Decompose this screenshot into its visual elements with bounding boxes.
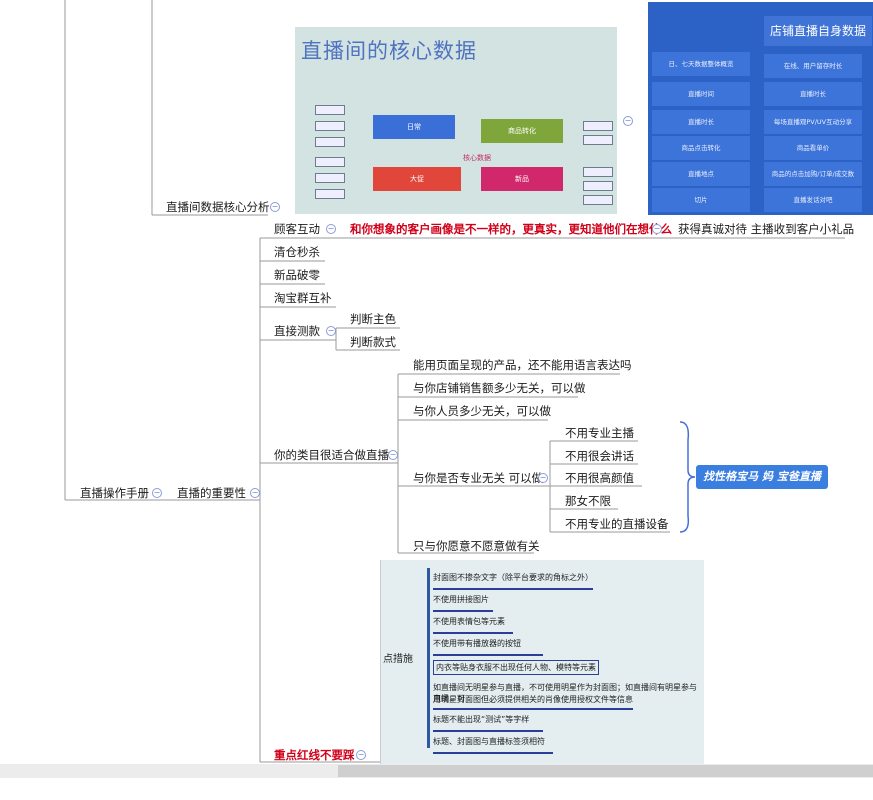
collapse-toggle-icon[interactable]: − — [356, 750, 366, 760]
slide1-mini-box — [315, 189, 345, 199]
slide3-underline — [433, 654, 543, 656]
node-root[interactable]: 直播操作手册 — [80, 486, 149, 500]
node-category-reason[interactable]: 与你是否专业无关 可以做 — [413, 471, 544, 485]
slide2-cell: 直播地点 — [652, 162, 750, 186]
collapse-toggle-icon[interactable]: − — [326, 326, 336, 336]
slide1-mini-box — [583, 121, 613, 131]
slide2-cell: 在线、用户留存时长 — [764, 54, 862, 78]
collapse-toggle-icon[interactable]: − — [326, 224, 336, 234]
slide3-underline — [433, 752, 553, 754]
slide1-title: 直播间的核心数据 — [301, 39, 477, 63]
node-category-reason[interactable]: 与你店铺销售额多少无关，可以做 — [413, 381, 586, 395]
slide1-bar: 新品 — [481, 167, 563, 191]
node-customer-red[interactable]: 和你想象的客户画像是不一样的，更真实，更知道他们在想什么 — [350, 222, 672, 236]
node-importance[interactable]: 直播的重要性 — [177, 486, 246, 500]
red-line-slide-image: 点措施 封面图不掺杂文字（除平台要求的角标之外） 不使用拼接图片 不使用表情包等… — [380, 560, 704, 764]
slide3-underline — [433, 610, 493, 612]
collapse-toggle-icon[interactable]: − — [538, 473, 548, 483]
collapse-toggle-icon[interactable]: − — [152, 488, 162, 498]
slide2-cell: 商品点击转化 — [652, 136, 750, 160]
node-customer-interaction[interactable]: 顾客互动 — [274, 222, 320, 236]
slide3-line: 如直播间无明星参与直播，不可使用明星作为封面图；如直播间有明星参与直播，可 — [433, 683, 697, 703]
collapse-toggle-icon[interactable]: − — [652, 224, 662, 234]
slide1-mini-box — [583, 167, 613, 177]
node-data-analysis[interactable]: 直播间数据核心分析 — [166, 200, 270, 214]
slide2-cell: 商品的点击加购/订单/成交数 — [764, 162, 862, 186]
node-professional[interactable]: 不用很会讲话 — [565, 449, 634, 463]
collapse-toggle-icon[interactable]: − — [270, 202, 280, 212]
collapse-toggle-icon[interactable]: − — [623, 116, 633, 126]
slide1-mini-box — [583, 135, 613, 145]
store-data-slide-image: 店铺直播自身数据 日、七天数据整体概览 在线、用户留存时长 直播时间 直播时长 … — [648, 2, 873, 215]
node-professional[interactable]: 不用专业主播 — [565, 426, 634, 440]
slide2-header: 店铺直播自身数据 — [764, 16, 872, 46]
node-category-reason[interactable]: 与你人员多少无关，可以做 — [413, 404, 551, 418]
slide1-mini-box — [315, 105, 345, 115]
node-judge-color[interactable]: 判断主色 — [350, 312, 396, 326]
node-professional[interactable]: 不用专业的直播设备 — [565, 517, 669, 531]
node-category-fit[interactable]: 你的类目很适合做直播 — [274, 448, 389, 462]
slide1-bar: 商品转化 — [481, 119, 563, 143]
horizontal-scrollbar[interactable] — [0, 764, 873, 778]
collapse-toggle-icon[interactable]: − — [388, 450, 398, 460]
scrollbar-thumb[interactable] — [338, 765, 873, 777]
node-red-line[interactable]: 重点红线不要踩 — [274, 748, 355, 762]
slide3-line: 不使用拼接图片 — [433, 595, 489, 604]
slide1-mini-box — [315, 121, 345, 131]
slide2-cell: 每场直播观PV/UV互动分享 — [764, 110, 862, 134]
node-category-reason[interactable]: 能用页面呈现的产品，还不能用语言表达吗 — [413, 358, 632, 372]
slide1-mini-box — [315, 173, 345, 183]
slide3-line: 用明星封面图但必须提供相关的肖像使用授权文件等信息 — [433, 695, 633, 704]
node-clearance[interactable]: 清仓秒杀 — [274, 245, 320, 259]
slide3-underline — [433, 730, 543, 732]
slide3-underline — [433, 588, 593, 590]
node-category-reason[interactable]: 只与你愿意不愿意做有关 — [413, 539, 540, 553]
slide1-mini-box — [315, 137, 345, 147]
slide1-bar: 大促 — [373, 167, 461, 191]
slide3-line: 不使用表情包等元素 — [433, 617, 505, 626]
slide1-mini-box — [583, 195, 613, 205]
slide3-underline — [433, 708, 633, 710]
node-customer-result[interactable]: 获得真诚对待 主播收到客户小礼品 — [678, 222, 855, 236]
slide1-bar: 日常 — [373, 115, 455, 139]
slide2-cell: 直播时长 — [764, 82, 862, 106]
slide2-cell: 切片 — [652, 188, 750, 212]
collapse-toggle-icon[interactable]: − — [250, 488, 260, 498]
slide2-cell: 直播发话对吧 — [764, 188, 862, 212]
core-data-slide-image: 直播间的核心数据 日常 商品转化 大促 新品 核心数据 — [295, 27, 617, 214]
node-new-product[interactable]: 新品破零 — [274, 268, 320, 282]
node-judge-style[interactable]: 判断款式 — [350, 335, 396, 349]
node-professional[interactable]: 不用很高颜值 — [565, 471, 634, 485]
slide1-mini-box — [583, 181, 613, 191]
slide3-bar — [427, 568, 430, 748]
slide1-center-label: 核心数据 — [463, 154, 491, 162]
slide3-line: 不使用带有播放器的按钮 — [433, 639, 521, 648]
slide2-cell: 日、七天数据整体概览 — [652, 52, 750, 76]
node-taobao-group[interactable]: 淘宝群互补 — [274, 291, 332, 305]
slide3-underline — [433, 632, 513, 634]
summary-badge[interactable]: 找性格宝马 妈 宝爸直播 — [696, 465, 828, 489]
slide3-line: 标题、封面图与直播标签须相符 — [433, 737, 545, 746]
slide1-mini-box — [315, 157, 345, 167]
slide3-line: 标题不能出现“测试”等字样 — [433, 715, 530, 724]
slide2-cell: 直播时间 — [652, 82, 750, 106]
node-professional[interactable]: 那女不限 — [565, 494, 611, 508]
slide3-line: 封面图不掺杂文字（除平台要求的角标之外） — [433, 573, 593, 582]
slide3-line: 内衣等贴身衣服不出现任何人物、模特等元素 — [433, 660, 599, 675]
slide2-cell: 商品看单价 — [764, 136, 862, 160]
slide3-side-label: 点措施 — [383, 654, 413, 665]
node-direct-test[interactable]: 直接测款 — [274, 324, 320, 338]
slide2-cell: 直播时长 — [652, 110, 750, 134]
